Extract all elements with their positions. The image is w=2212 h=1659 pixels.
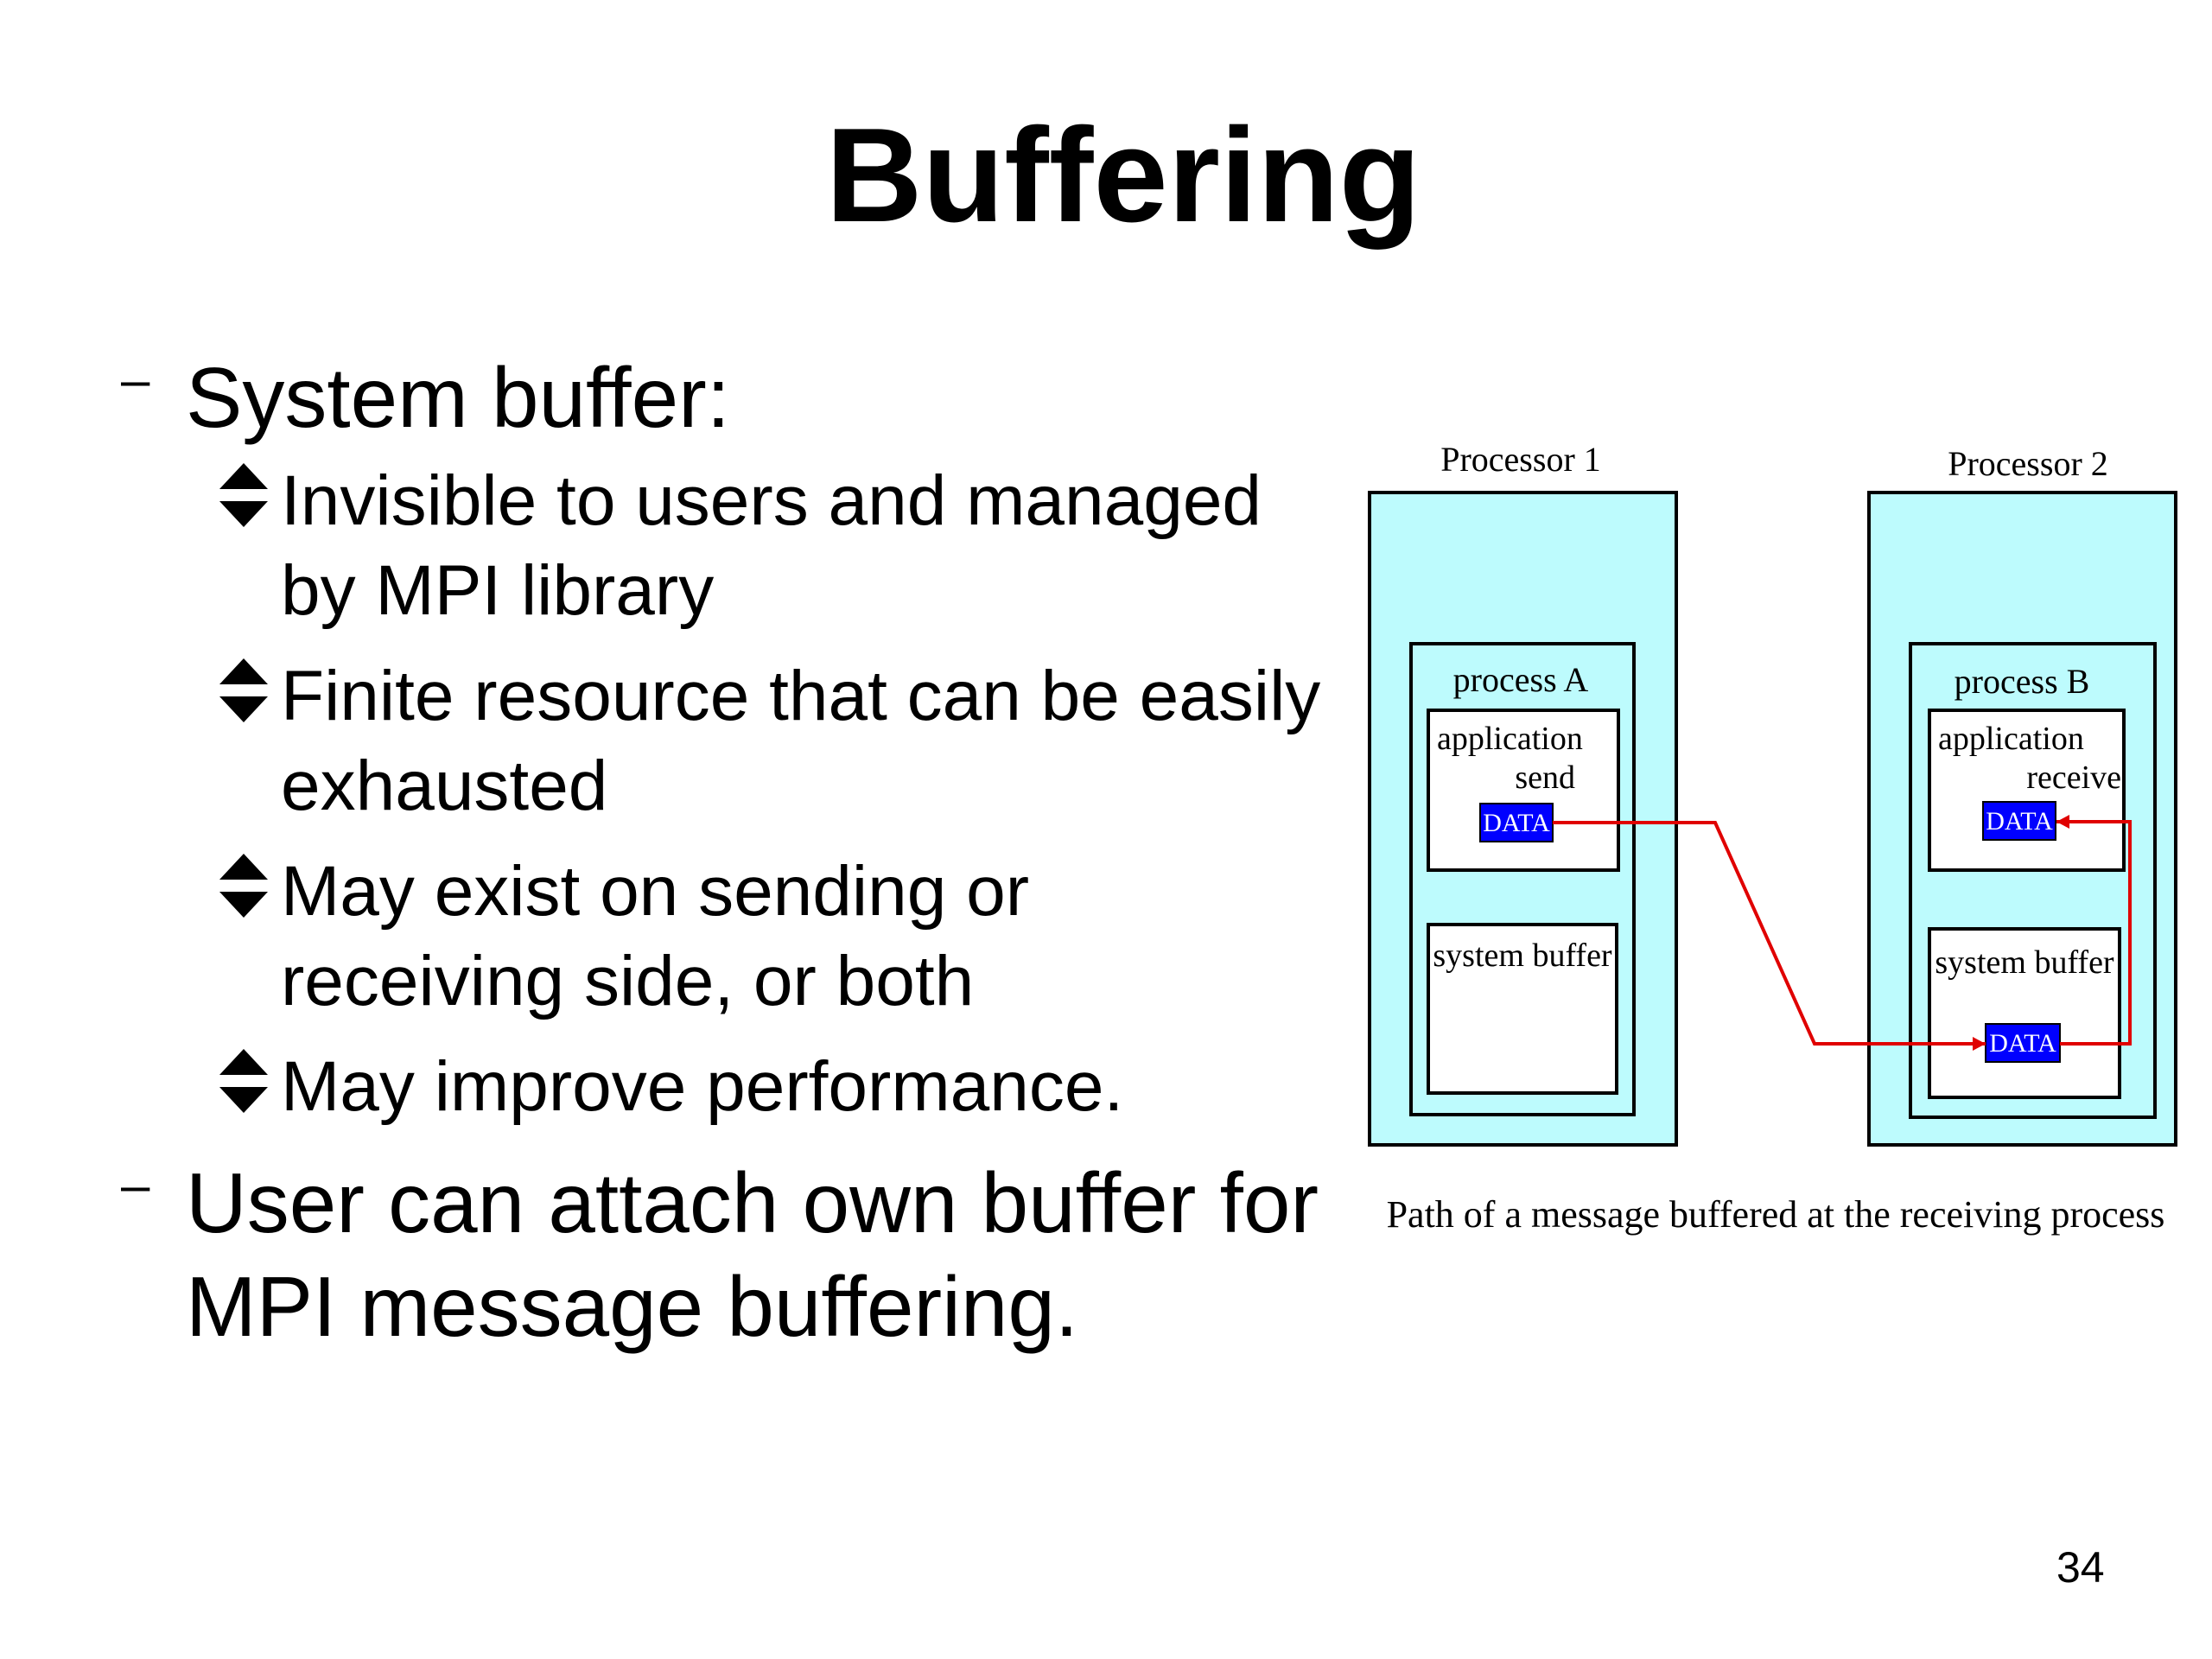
buffering-diagram: Processor 1 process A application send D… [1361,440,2190,1253]
updown-arrow-icon [219,1049,268,1113]
updown-arrow-icon [219,463,268,527]
figure-caption: Path of a message buffered at the receiv… [1386,1193,2165,1236]
system-buffer-2-label: system buffer [1935,944,2114,981]
app-receive-line1: application [1938,721,2084,757]
process-b-label: process B [1955,662,2090,701]
system-buffer-1-box [1427,923,1618,1095]
bullet-item: – User can attach own buffer for MPI mes… [121,1151,1331,1358]
sub-bullet-text: Finite resource that can be easily exhau… [281,657,1321,825]
sub-bullet-item: May improve performance. [121,1042,1331,1132]
bullet-list: – System buffer: Invisible to users and … [121,346,1331,1358]
bullet-item: – System buffer: [121,346,1331,449]
bullet-text: System buffer: [186,350,731,445]
updown-arrow-icon [219,854,268,918]
app-receive-line2: receive [2026,760,2121,796]
system-buffer-2-box [1928,927,2121,1099]
process-a-label: process A [1453,660,1589,699]
arrowhead-to-receive-icon [2056,815,2069,829]
data-label-receive: DATA [1986,807,2053,836]
sub-bullet-item: Invisible to users and managed by MPI li… [121,456,1331,636]
system-buffer-1-label: system buffer [1433,938,1612,974]
slide-title: Buffering [825,100,1421,250]
arrowhead-to-buffer-icon [1973,1037,1986,1051]
updown-arrow-icon [219,658,268,722]
sub-bullet-item: May exist on sending or receiving side, … [121,847,1331,1027]
app-send-line1: application [1437,721,1583,757]
diagram-svg: Processor 1 process A application send D… [1368,440,2177,1147]
buffer-to-receive-arrow [2056,820,2132,1046]
dash-bullet-icon: – [121,351,150,409]
data-label-buffer: DATA [1989,1029,2056,1058]
sub-bullet-text: Invisible to users and managed by MPI li… [281,461,1262,630]
data-block-receive [1982,801,2056,841]
page-number: 34 [2056,1543,2105,1592]
sub-bullet-text: May improve performance. [281,1047,1124,1126]
app-send-box [1427,709,1620,872]
sub-bullet-text: May exist on sending or receiving side, … [281,852,1030,1020]
processor-2-label: Processor 2 [1948,444,2108,483]
processor-1-label: Processor 1 [1440,441,1601,479]
message-path-arrow [1553,821,1986,1046]
dash-bullet-icon: – [121,1156,150,1214]
bullet-text: User can attach own buffer for MPI messa… [186,1155,1319,1354]
sub-bullet-item: Finite resource that can be easily exhau… [121,652,1331,831]
app-receive-box [1928,709,2126,872]
app-send-line2: send [1515,760,1575,796]
data-label-send: DATA [1483,809,1550,837]
